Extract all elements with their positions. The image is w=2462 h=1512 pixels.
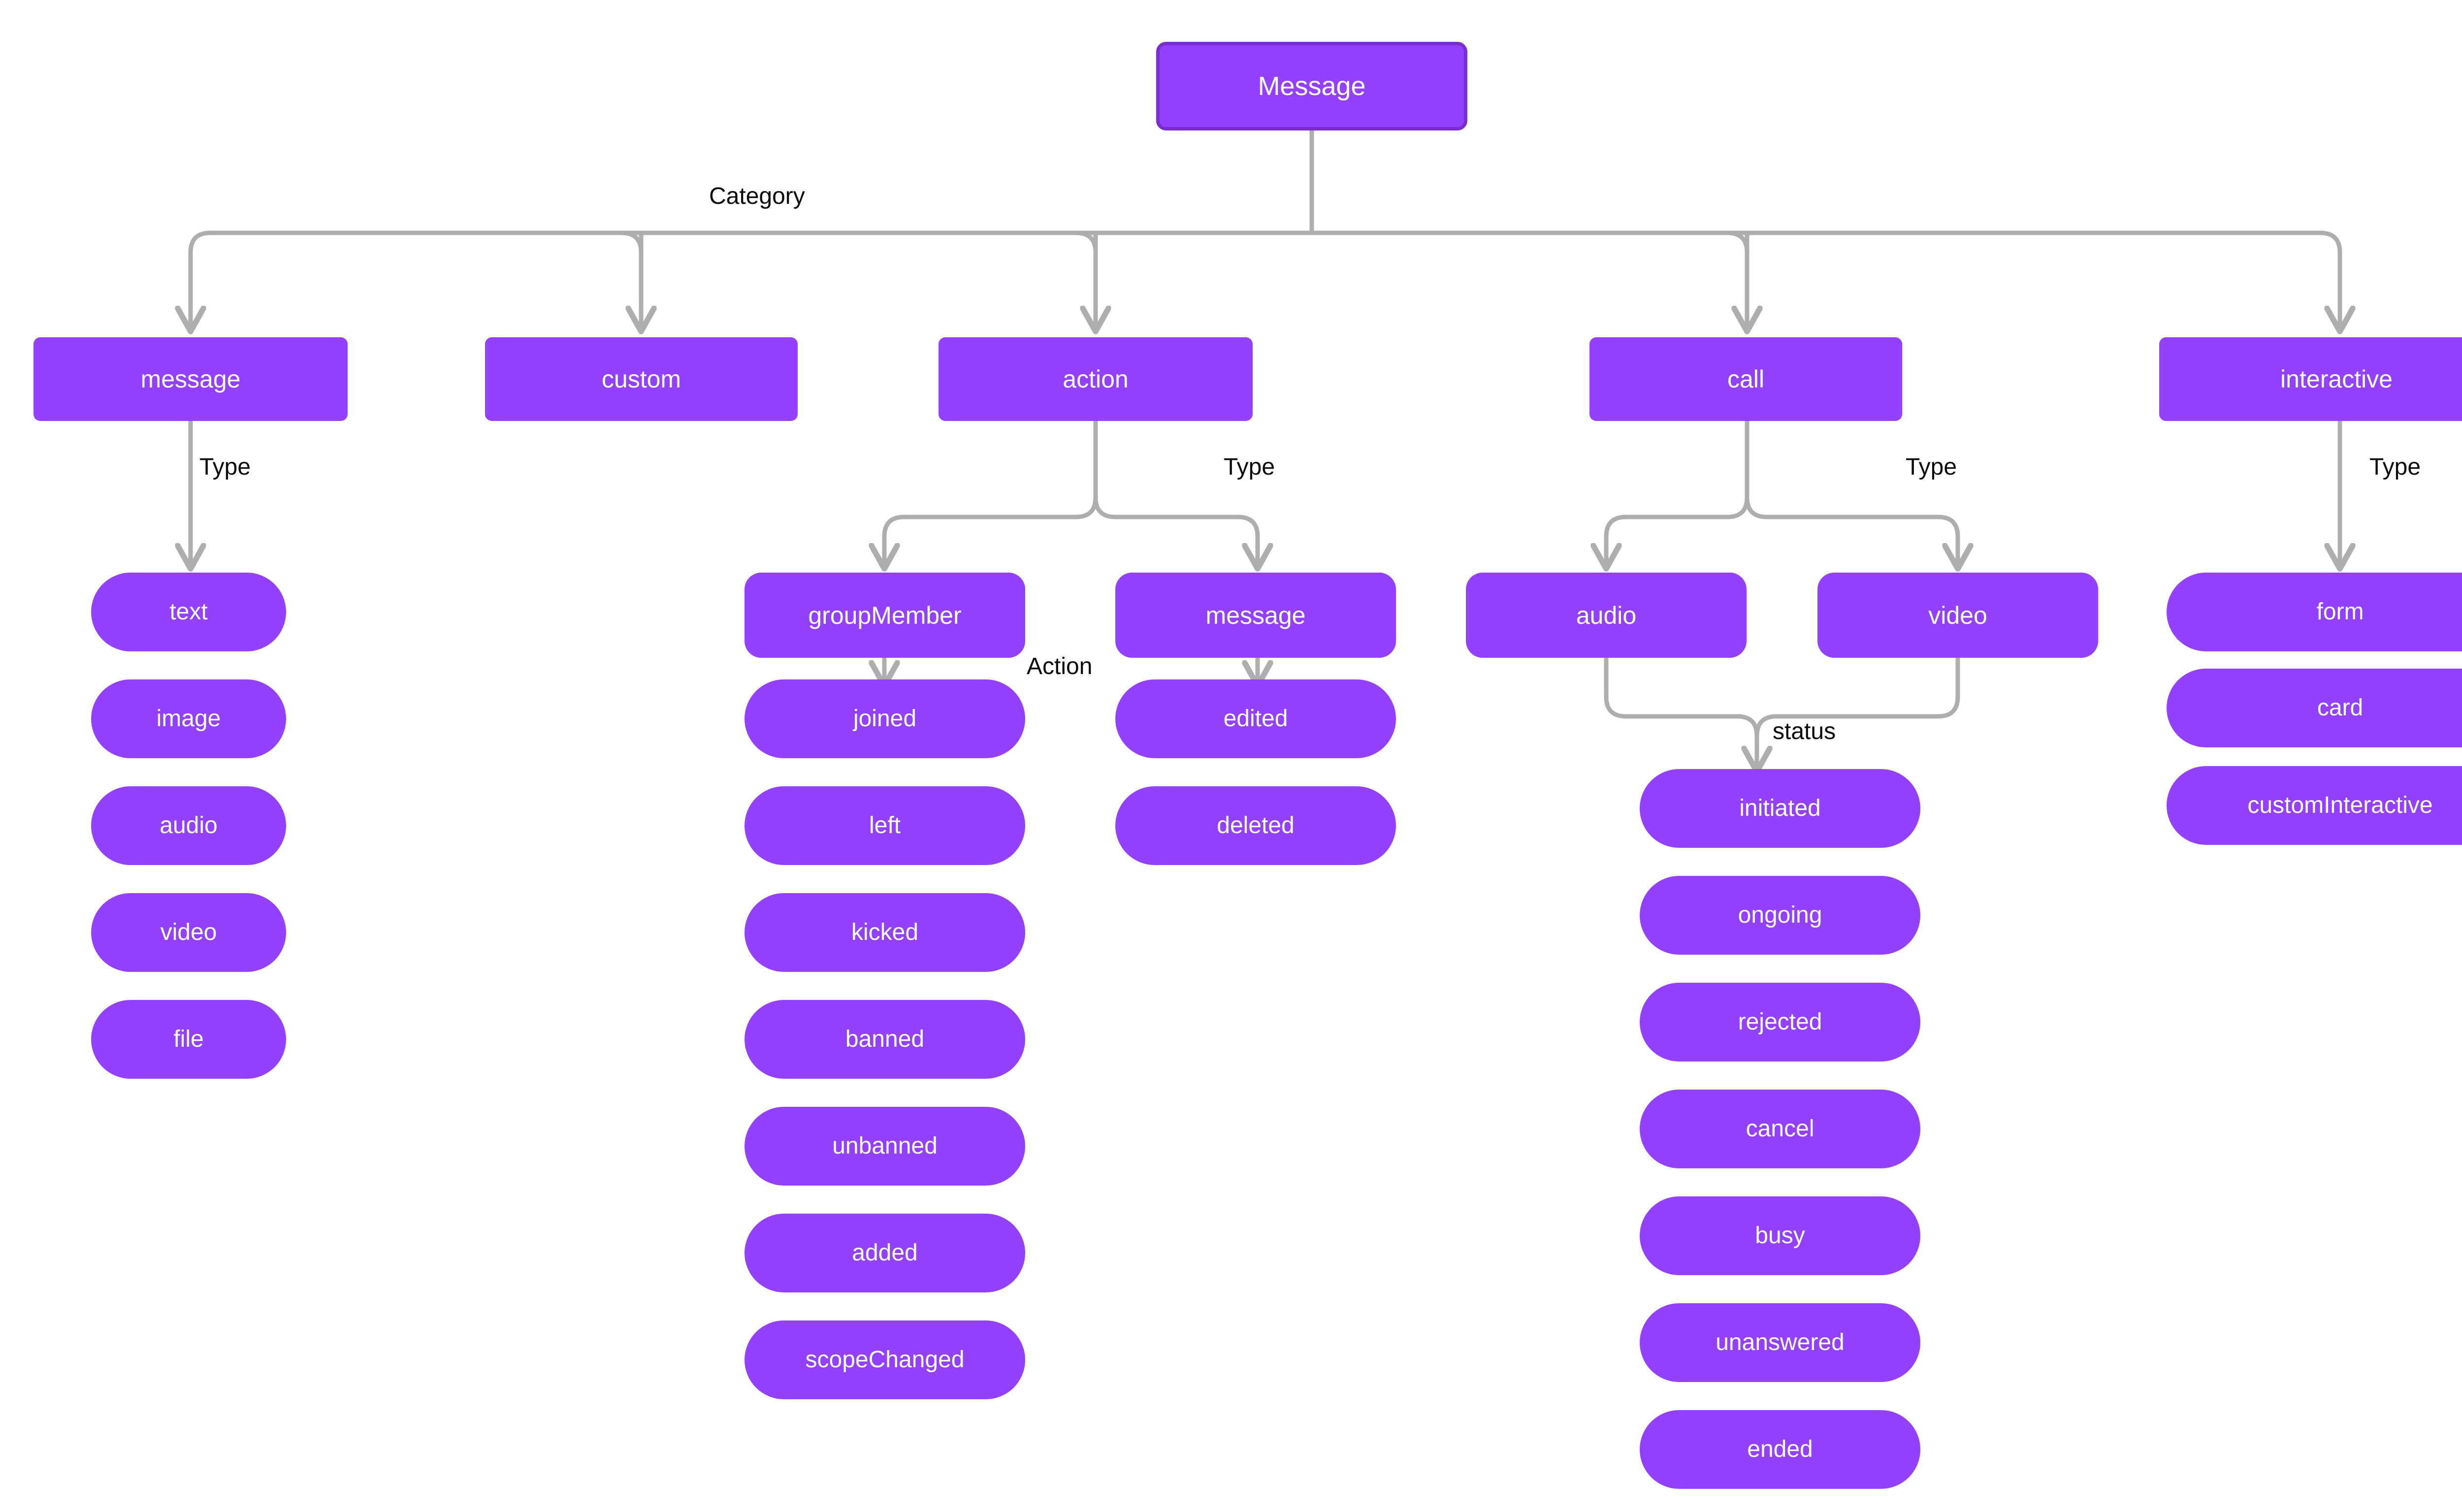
node-root-message-label: Message bbox=[1258, 71, 1366, 101]
node-call-type-audio[interactable]: audio bbox=[1466, 573, 1747, 658]
node-action-type-groupmember-label: groupMember bbox=[808, 601, 962, 629]
node-groupmember-action-banned-label: banned bbox=[845, 1026, 925, 1052]
node-message-type-image-label: image bbox=[156, 706, 221, 732]
node-groupmember-action-scopechanged[interactable]: scopeChanged bbox=[745, 1320, 1025, 1399]
edge-call-audio bbox=[1606, 495, 1749, 566]
node-action-type-message[interactable]: message bbox=[1115, 573, 1396, 658]
node-call-status-initiated-label: initiated bbox=[1739, 795, 1821, 821]
node-message-type-audio-label: audio bbox=[160, 812, 218, 838]
node-call-status-ended-label: ended bbox=[1747, 1436, 1813, 1462]
edge-action-message bbox=[1093, 495, 1258, 566]
node-message-action-edited[interactable]: edited bbox=[1115, 679, 1396, 758]
edge-fillet-action bbox=[1073, 230, 1098, 255]
node-category-action-label: action bbox=[1063, 365, 1129, 393]
node-action-type-message-label: message bbox=[1205, 601, 1306, 629]
node-message-action-deleted-label: deleted bbox=[1217, 812, 1295, 838]
node-root-message[interactable]: Message bbox=[1156, 42, 1467, 130]
node-category-call-label: call bbox=[1727, 365, 1765, 393]
node-call-status-busy-label: busy bbox=[1755, 1222, 1805, 1249]
node-category-call[interactable]: call bbox=[1589, 337, 1902, 421]
edge-label-action: Action bbox=[1027, 653, 1093, 679]
node-call-status-unanswered-label: unanswered bbox=[1716, 1329, 1845, 1355]
edge-call-video bbox=[1745, 495, 1958, 566]
edge-label-type-interactive: Type bbox=[2369, 454, 2421, 480]
node-call-status-unanswered[interactable]: unanswered bbox=[1640, 1303, 1920, 1382]
node-message-type-file-label: file bbox=[173, 1026, 204, 1052]
node-interactive-type-card-label: card bbox=[2317, 695, 2364, 721]
node-groupmember-action-banned[interactable]: banned bbox=[745, 1000, 1025, 1079]
node-call-status-ended[interactable]: ended bbox=[1640, 1410, 1920, 1489]
node-groupmember-action-left[interactable]: left bbox=[745, 786, 1025, 865]
node-category-custom[interactable]: custom bbox=[485, 337, 798, 421]
node-category-interactive-label: interactive bbox=[2280, 365, 2393, 393]
node-message-type-text-label: text bbox=[169, 599, 208, 625]
node-interactive-type-form-label: form bbox=[2316, 599, 2364, 625]
node-message-type-text[interactable]: text bbox=[91, 573, 286, 651]
node-interactive-type-custominteractive[interactable]: customInteractive bbox=[2167, 766, 2462, 845]
node-call-type-video-label: video bbox=[1928, 601, 1987, 629]
edge-video-status bbox=[1754, 655, 1960, 739]
node-call-status-rejected[interactable]: rejected bbox=[1640, 983, 1920, 1062]
node-groupmember-action-kicked[interactable]: kicked bbox=[745, 893, 1025, 972]
node-call-status-initiated[interactable]: initiated bbox=[1640, 769, 1920, 848]
edge-label-status: status bbox=[1773, 718, 1836, 744]
node-category-custom-label: custom bbox=[601, 365, 681, 393]
edge-label-type-call: Type bbox=[1906, 454, 1957, 480]
node-category-message-label: message bbox=[140, 365, 241, 393]
node-call-status-cancel[interactable]: cancel bbox=[1640, 1090, 1920, 1168]
node-call-status-ongoing-label: ongoing bbox=[1738, 902, 1822, 928]
node-call-status-ongoing[interactable]: ongoing bbox=[1640, 876, 1920, 955]
node-groupmember-action-added-label: added bbox=[852, 1240, 918, 1266]
node-groupmember-action-joined[interactable]: joined bbox=[745, 679, 1025, 758]
node-call-type-audio-label: audio bbox=[1576, 601, 1637, 629]
node-category-message[interactable]: message bbox=[33, 337, 348, 421]
node-groupmember-action-joined-label: joined bbox=[853, 706, 917, 732]
edge-label-category: Category bbox=[709, 183, 805, 209]
node-message-action-deleted[interactable]: deleted bbox=[1115, 786, 1396, 865]
node-category-action[interactable]: action bbox=[939, 337, 1253, 421]
node-call-status-rejected-label: rejected bbox=[1738, 1009, 1822, 1035]
edge-bus bbox=[188, 230, 2342, 255]
edge-action-groupmember bbox=[884, 495, 1098, 566]
edge-fillet-call bbox=[1725, 230, 1749, 255]
node-call-status-busy[interactable]: busy bbox=[1640, 1196, 1920, 1275]
node-interactive-type-card[interactable]: card bbox=[2167, 669, 2462, 747]
node-groupmember-action-added[interactable]: added bbox=[745, 1214, 1025, 1292]
edge-fillet-custom bbox=[619, 230, 644, 255]
edge-audio-status bbox=[1604, 655, 1757, 769]
node-message-type-file[interactable]: file bbox=[91, 1000, 286, 1079]
edge-label-type-action: Type bbox=[1224, 454, 1275, 480]
node-category-interactive[interactable]: interactive bbox=[2159, 337, 2462, 421]
node-groupmember-action-scopechanged-label: scopeChanged bbox=[805, 1347, 965, 1373]
node-message-type-image[interactable]: image bbox=[91, 679, 286, 758]
node-groupmember-action-unbanned[interactable]: unbanned bbox=[745, 1107, 1025, 1186]
edge-label-type-message: Type bbox=[199, 454, 251, 480]
node-call-status-cancel-label: cancel bbox=[1746, 1116, 1814, 1142]
node-interactive-type-custominteractive-label: customInteractive bbox=[2247, 792, 2433, 818]
node-message-action-edited-label: edited bbox=[1223, 706, 1288, 732]
node-action-type-groupmember[interactable]: groupMember bbox=[745, 573, 1025, 658]
node-message-type-video[interactable]: video bbox=[91, 893, 286, 972]
node-groupmember-action-unbanned-label: unbanned bbox=[832, 1133, 938, 1159]
node-groupmember-action-kicked-label: kicked bbox=[851, 919, 919, 945]
node-groupmember-action-left-label: left bbox=[869, 812, 901, 838]
node-message-type-audio[interactable]: audio bbox=[91, 786, 286, 865]
node-call-type-video[interactable]: video bbox=[1817, 573, 2098, 658]
node-message-type-video-label: video bbox=[160, 919, 217, 945]
node-interactive-type-form[interactable]: form bbox=[2167, 573, 2462, 651]
